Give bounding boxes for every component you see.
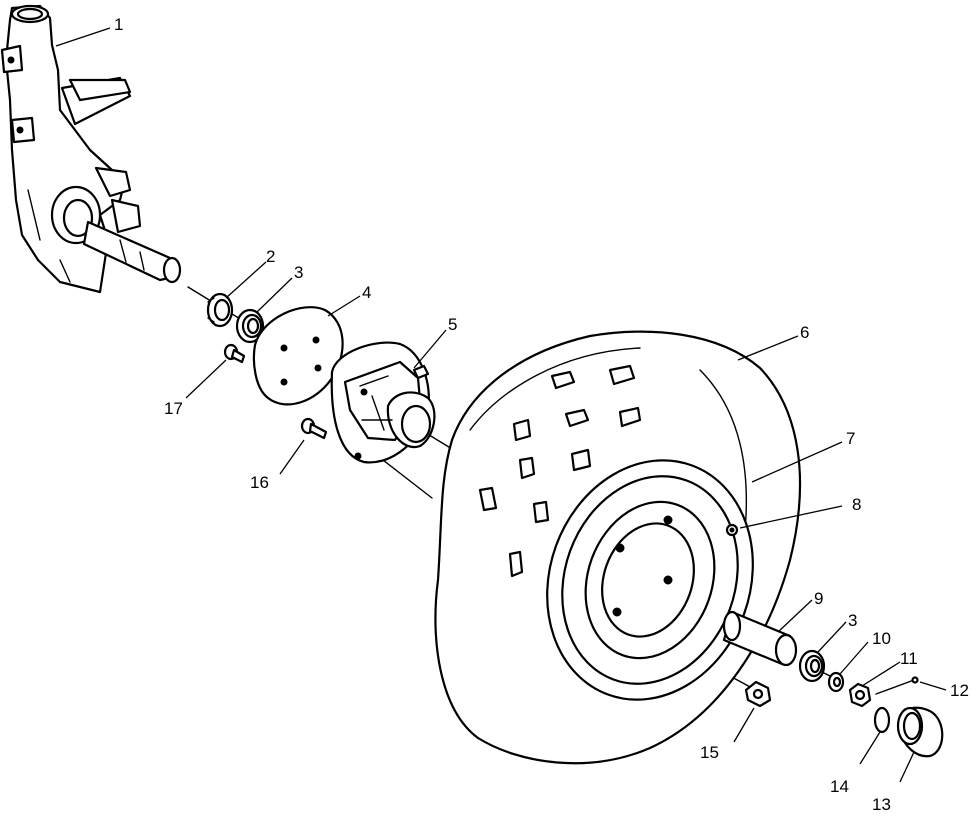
- part-3-bearing-inner: [235, 308, 265, 344]
- callout-13: 13: [872, 795, 891, 814]
- callout-9: 9: [814, 589, 823, 608]
- part-1-steering-knuckle: [0, 4, 182, 294]
- callout-16: 16: [250, 473, 269, 492]
- part-11-nut: [848, 682, 872, 708]
- callout-3: 3: [294, 263, 303, 282]
- callout-14: 14: [830, 777, 849, 796]
- part-12-cotter-pin: [875, 676, 919, 695]
- part-5-hub: [330, 341, 436, 464]
- part-16-bolt: [300, 417, 328, 440]
- callout-6: 6: [800, 323, 809, 342]
- part-3-bearing-outer: [798, 649, 826, 683]
- callout-10: 10: [872, 629, 891, 648]
- callout-1: 1: [114, 15, 123, 34]
- part-2-seal: [206, 292, 234, 328]
- part-10-washer: [827, 671, 845, 693]
- part-8-valve-stem: [725, 523, 739, 537]
- part-14-o-ring: [873, 706, 891, 734]
- part-4-brake-disc: [252, 306, 344, 406]
- part-9-spacer: [722, 610, 798, 667]
- part-7-wheel-rim: [546, 459, 754, 701]
- part-15-lug-nut: [744, 680, 772, 708]
- callout-2: 2: [266, 247, 275, 266]
- callout-15: 15: [700, 743, 719, 762]
- callout-12: 12: [950, 681, 969, 700]
- callout-5: 5: [448, 315, 457, 334]
- part-17-bolt: [223, 343, 246, 364]
- callout-4: 4: [362, 283, 371, 302]
- callout-leader-lines: [55, 27, 947, 783]
- callout-11: 11: [900, 649, 918, 668]
- callout-17: 17: [164, 399, 183, 418]
- part-13-dust-cap: [896, 706, 944, 758]
- callout-labels: 1 2 3 4 5 6 7 8 9 3 10 11 12 13 14 15 16…: [114, 15, 969, 814]
- callout-7: 7: [846, 429, 855, 448]
- callout-3-outer: 3: [848, 611, 857, 630]
- callout-8: 8: [852, 495, 861, 514]
